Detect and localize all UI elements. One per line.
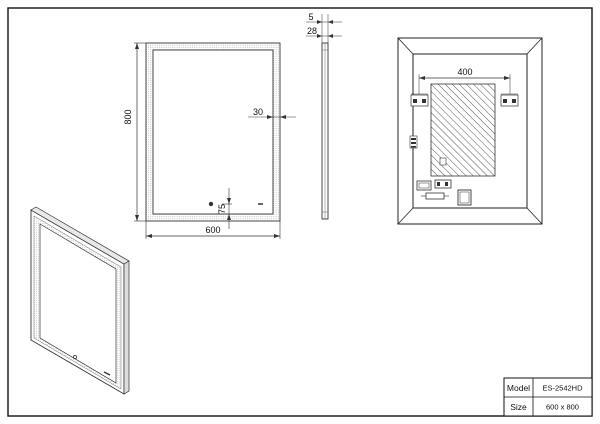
- dimension-width: 600: [145, 221, 281, 239]
- iso-mirror-glass: [39, 223, 117, 384]
- dimension-bracket-spacing-label: 400: [457, 67, 472, 77]
- hanging-bracket-left: [410, 93, 429, 107]
- side-view: 5 28: [306, 12, 342, 220]
- dimension-depth-total: 5: [306, 12, 342, 43]
- hanging-bracket-right: [500, 93, 519, 107]
- dimension-depth-total-label: 5: [308, 12, 313, 22]
- led-driver-box: [416, 180, 432, 191]
- iso-power-indicator-mark: [103, 371, 111, 376]
- dimension-width-label: 600: [205, 225, 220, 235]
- dimension-depth-frame-label: 28: [307, 26, 317, 36]
- dimension-height: 800: [123, 42, 146, 222]
- dimension-switch-offset-label: 75: [217, 204, 227, 214]
- small-sensor-box: [439, 157, 447, 166]
- power-cable-terminal: [421, 192, 449, 200]
- connector-block: [409, 135, 418, 149]
- iso-frame-side: [123, 260, 130, 395]
- defogger-module-box: [457, 189, 472, 206]
- model-label: Model: [507, 383, 530, 393]
- dimension-switch-offset: 75: [217, 188, 232, 229]
- drawing-border: [7, 7, 593, 417]
- touch-switch-icon: [208, 201, 214, 207]
- dimension-bracket-spacing: 400: [418, 67, 511, 94]
- title-block: Model ES-2542HD Size 600 x 800: [503, 377, 593, 417]
- front-mirror-glass: [152, 49, 274, 215]
- size-value: 600 x 800: [546, 403, 579, 412]
- dimension-led-inset-label: 30: [253, 107, 263, 117]
- isometric-view: [30, 206, 130, 395]
- size-label: Size: [510, 402, 527, 412]
- front-view: 800 600 30 75: [123, 42, 296, 239]
- dimension-height-label: 800: [123, 109, 133, 124]
- dimension-led-inset: 30: [248, 107, 296, 119]
- dimension-depth-frame: 28: [306, 26, 342, 38]
- iso-touch-switch-icon: [73, 354, 78, 359]
- model-value: ES-2542HD: [542, 384, 583, 393]
- switch-module-box: [434, 179, 452, 189]
- rear-view: 400: [397, 37, 543, 225]
